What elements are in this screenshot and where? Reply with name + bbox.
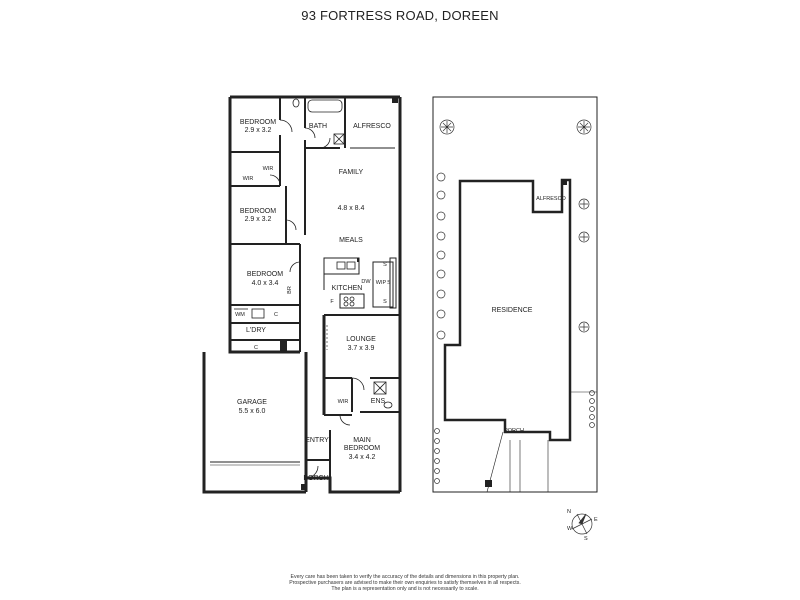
room-wir-1-name: WIR xyxy=(263,166,274,172)
room-lounge-dims: 3.7 x 3.9 xyxy=(348,345,375,352)
room-garage-dims: 5.5 x 6.0 xyxy=(239,408,266,415)
compass-s: S xyxy=(584,536,588,542)
pillar xyxy=(562,180,567,185)
room-s1-name: S xyxy=(383,262,387,268)
room-alfresco-name: ALFRESCO xyxy=(353,123,391,130)
compass-n: N xyxy=(567,509,571,515)
tree-icon xyxy=(436,172,446,182)
ensuite-fixtures xyxy=(373,381,393,409)
room-meals-name: MEALS xyxy=(339,237,363,244)
room-garage-name: GARAGE xyxy=(237,399,267,406)
site-alfresco-label: ALFRESCO xyxy=(536,196,566,202)
interior-walls xyxy=(230,97,400,478)
room-s2-name: S xyxy=(387,280,391,286)
room-kitchen-name: KITCHEN xyxy=(332,285,363,292)
site-residence-label: RESIDENCE xyxy=(492,307,533,314)
tree-icon xyxy=(439,119,455,135)
room-br-name: BR xyxy=(287,286,293,294)
room-porch-name: PORCH xyxy=(303,475,328,482)
disclaimer: Every care has been taken to verify the … xyxy=(230,574,580,592)
tree-icon xyxy=(436,269,446,279)
bath-fixtures xyxy=(292,98,345,145)
room-ldry-name: L'DRY xyxy=(246,327,266,334)
pillar xyxy=(485,480,492,487)
doors xyxy=(269,119,365,479)
room-bedroom-1-name: BEDROOM xyxy=(240,119,276,126)
pillar xyxy=(392,97,398,103)
room-main-bedroom-name: MAIN xyxy=(353,437,371,444)
room-labels: BEDROOM 2.9 x 3.2 BATH ALFRESCO WIR WIR … xyxy=(235,119,391,482)
site-boundary xyxy=(432,96,598,493)
outer-walls xyxy=(202,95,402,494)
room-bath-name: BATH xyxy=(309,123,327,130)
tree-icon xyxy=(436,330,446,340)
room-family-name: FAMILY xyxy=(339,169,364,176)
room-f-name: F xyxy=(330,299,334,305)
room-bedroom-2-dims: 2.9 x 3.2 xyxy=(245,216,272,223)
disclaimer-line: Prospective purchasers are advised to ma… xyxy=(289,580,521,586)
compass-labels: N E S W xyxy=(567,509,598,542)
room-c2-name: C xyxy=(254,345,258,351)
room-main-bedroom-dims: 3.4 x 4.2 xyxy=(349,454,376,461)
room-family-dims: 4.8 x 8.4 xyxy=(338,205,365,212)
hedge-icon xyxy=(434,428,440,484)
residence-outline xyxy=(443,178,572,442)
room-wm-name: WM xyxy=(235,312,245,318)
room-main-bedroom-name2: BEDROOM xyxy=(344,445,380,452)
tree-icon xyxy=(576,119,592,135)
tree-icon xyxy=(578,321,590,333)
room-dw-name: DW xyxy=(361,279,371,285)
room-bedroom-3-dims: 4.0 x 3.4 xyxy=(252,280,279,287)
room-wir-2-name: WIR xyxy=(243,176,254,182)
room-lounge-name: LOUNGE xyxy=(346,336,376,343)
disclaimer-line: Every care has been taken to verify the … xyxy=(290,574,520,580)
room-wip-name: WIP xyxy=(376,280,387,286)
room-wir-3-name: WIR xyxy=(338,399,349,405)
tree-icon xyxy=(436,190,446,200)
cooktop-icon xyxy=(343,296,355,307)
tree-icon xyxy=(436,250,446,260)
tree-icon xyxy=(436,289,446,299)
tree-icon xyxy=(578,231,590,243)
compass-e: E xyxy=(594,517,598,523)
room-ens-name: ENS xyxy=(371,398,386,405)
plan-title: 93 FORTRESS ROAD, DOREEN xyxy=(301,8,499,23)
disclaimer-line: The plan is a representation only and is… xyxy=(331,586,479,592)
trees xyxy=(434,119,595,484)
tree-icon xyxy=(578,198,590,210)
compass-w: W xyxy=(567,526,573,532)
tree-icon xyxy=(436,309,446,319)
kitchen-benches xyxy=(323,257,397,309)
house-floor-plan xyxy=(202,95,402,494)
pillar xyxy=(301,484,307,490)
room-bedroom-2-name: BEDROOM xyxy=(240,208,276,215)
site-plan xyxy=(432,96,598,493)
room-bedroom-3-name: BEDROOM xyxy=(247,271,283,278)
tree-icon xyxy=(436,211,446,221)
room-c1-name: C xyxy=(274,312,278,318)
room-s3-name: S xyxy=(383,299,387,305)
sink-icon xyxy=(336,261,356,270)
site-labels: ALFRESCO RESIDENCE PORCH xyxy=(492,196,567,434)
site-porch-label: PORCH xyxy=(504,428,524,434)
compass-icon xyxy=(571,513,593,535)
laundry-fixtures xyxy=(234,308,265,319)
tree-icon xyxy=(436,231,446,241)
room-entry-name: ENTRY xyxy=(305,437,329,444)
hedge-icon xyxy=(589,390,595,428)
pillar xyxy=(280,340,287,352)
room-bedroom-1-dims: 2.9 x 3.2 xyxy=(245,127,272,134)
